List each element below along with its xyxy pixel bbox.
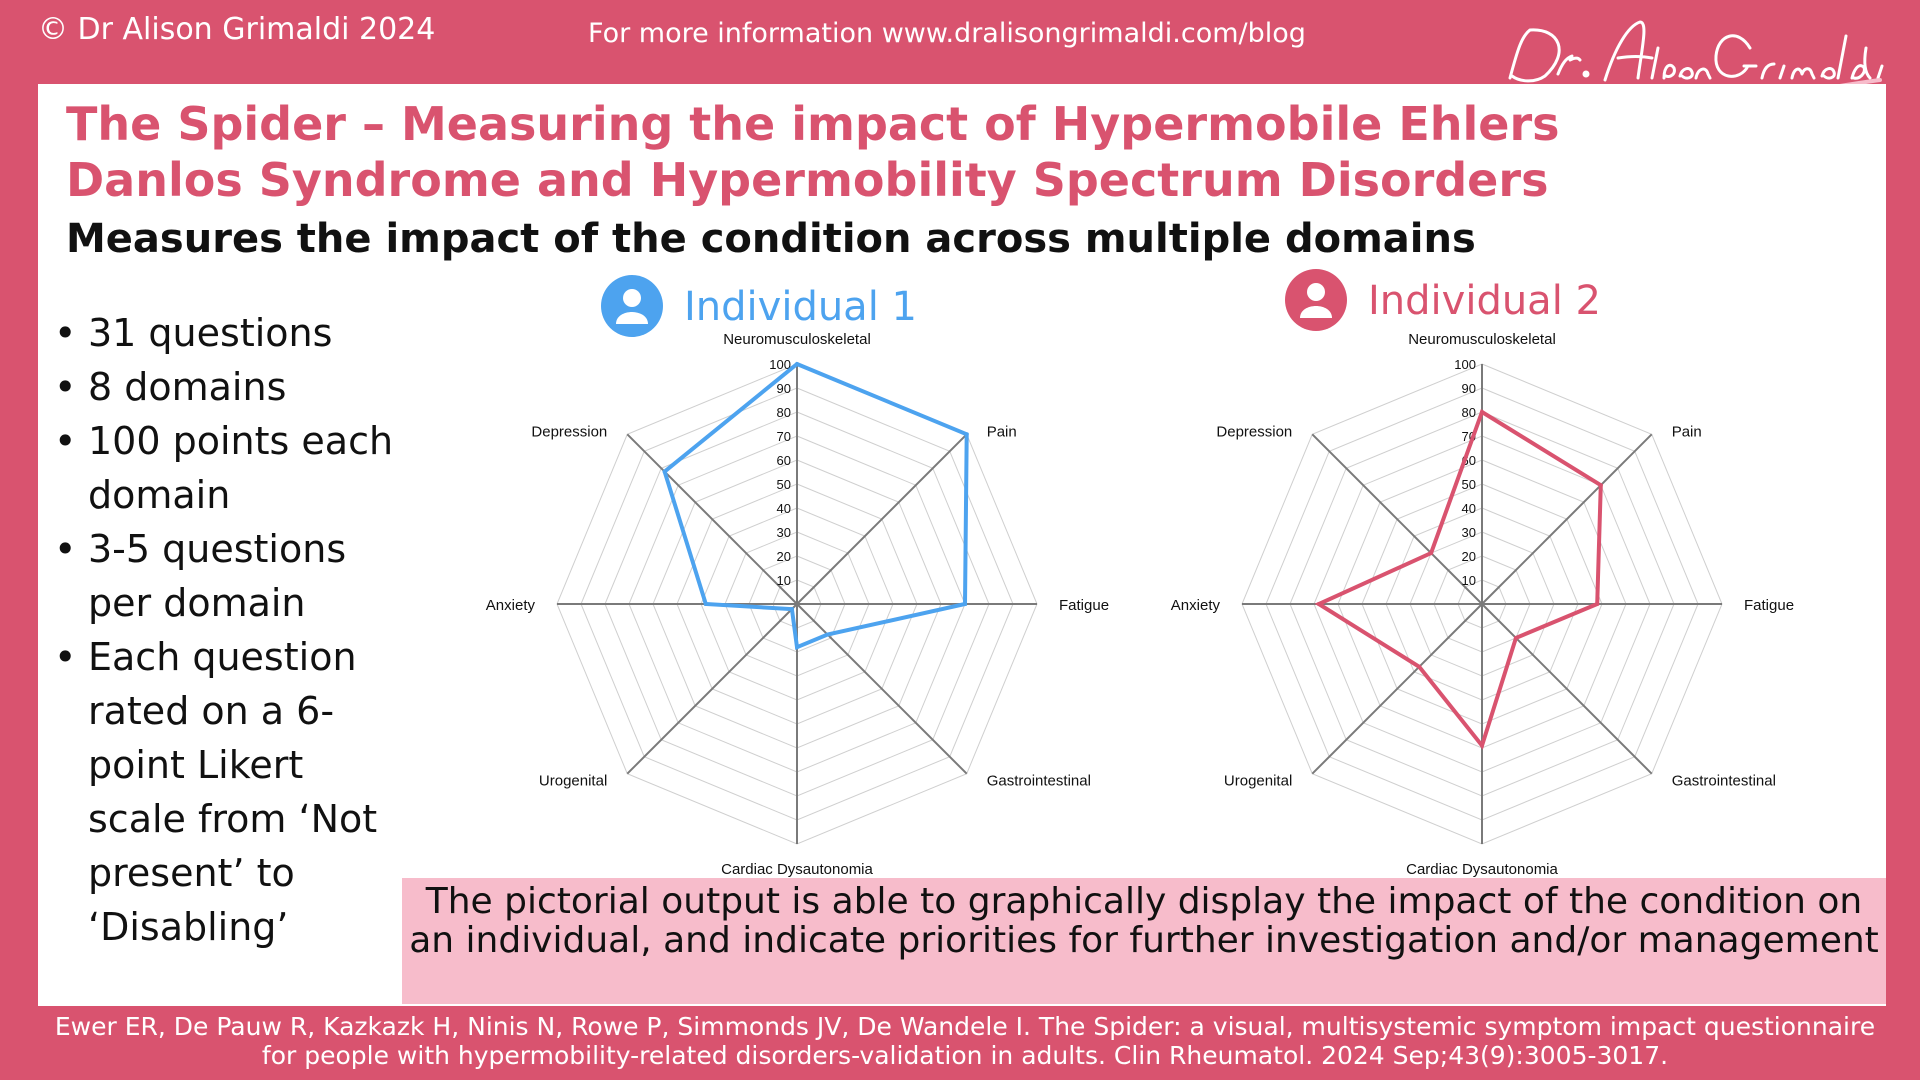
- data-point: [1429, 551, 1434, 556]
- axis-label: Anxiety: [486, 597, 536, 614]
- axis-spoke: [796, 433, 968, 605]
- title-line-1: The Spider – Measuring the impact of Hyp…: [66, 97, 1560, 151]
- tick-label: 100: [1454, 357, 1476, 372]
- page-title: The Spider – Measuring the impact of Hyp…: [66, 96, 1786, 208]
- data-point: [1316, 602, 1321, 606]
- data-point: [1480, 743, 1484, 748]
- data-point: [789, 607, 794, 612]
- tick-label: 70: [777, 429, 791, 444]
- data-point: [1595, 602, 1600, 606]
- axis-spoke: [1311, 433, 1483, 605]
- bullet-item: 100 points each domain: [52, 414, 412, 522]
- axis-label: Urogenital: [539, 773, 607, 790]
- axis-spoke: [796, 603, 968, 775]
- bullet-item: 8 domains: [52, 360, 412, 414]
- tick-label: 100: [769, 357, 791, 372]
- tick-label: 10: [1462, 573, 1476, 588]
- signature-logo: [1508, 20, 1884, 98]
- tick-label: 30: [1462, 525, 1476, 540]
- axis-spoke: [626, 433, 798, 605]
- tick-label: 40: [777, 501, 791, 516]
- data-point: [964, 432, 969, 437]
- data-point: [1480, 410, 1484, 414]
- tick-label: 60: [777, 453, 791, 468]
- bullet-item: 3-5 questions per domain: [52, 522, 412, 630]
- axis-label: Cardiac Dysautonomia: [1406, 861, 1558, 878]
- data-point: [825, 632, 830, 637]
- title-line-2: Danlos Syndrome and Hypermobility Spectr…: [66, 153, 1549, 207]
- user-body-shape: [1300, 306, 1332, 318]
- tick-label: 80: [1462, 405, 1476, 420]
- tick-label: 80: [777, 405, 791, 420]
- axis-spoke: [1481, 603, 1653, 775]
- axis-label: Cardiac Dysautonomia: [721, 861, 873, 878]
- bullet-list: 31 questions 8 domains 100 points each d…: [52, 306, 412, 954]
- tick-label: 20: [1462, 549, 1476, 564]
- data-point: [1417, 664, 1422, 669]
- axis-spoke: [1481, 433, 1653, 605]
- data-point: [963, 602, 967, 606]
- info-link-text: For more information www.dralisongrimald…: [588, 18, 1306, 49]
- data-point: [662, 469, 667, 474]
- axis-label: Depression: [531, 423, 607, 440]
- tick-label: 50: [1462, 477, 1476, 492]
- user-body-shape: [616, 312, 648, 324]
- data-point: [795, 362, 799, 366]
- axis-label: Pain: [1672, 423, 1702, 440]
- tick-label: 90: [777, 381, 791, 396]
- axis-label: Fatigue: [1059, 597, 1109, 614]
- tick-label: 50: [777, 477, 791, 492]
- axis-label: Neuromusculoskeletal: [723, 331, 871, 348]
- axis-spoke: [1311, 603, 1483, 775]
- axis-label: Depression: [1216, 423, 1292, 440]
- axis-label: Gastrointestinal: [987, 773, 1091, 790]
- axis-label: Neuromusculoskeletal: [1408, 331, 1556, 348]
- user-head-shape: [1307, 283, 1325, 301]
- bullet-item: 31 questions: [52, 306, 412, 360]
- copyright-text: © Dr Alison Grimaldi 2024: [38, 12, 436, 47]
- tick-label: 90: [1462, 381, 1476, 396]
- tick-label: 30: [777, 525, 791, 540]
- axis-label: Pain: [987, 423, 1017, 440]
- tick-label: 40: [1462, 501, 1476, 516]
- individual-label: Individual 2: [1368, 278, 1601, 324]
- callout-box: The pictorial output is able to graphica…: [402, 878, 1886, 1004]
- axis-label: Gastrointestinal: [1672, 773, 1776, 790]
- data-point: [1598, 483, 1603, 488]
- axis-label: Urogenital: [1224, 773, 1292, 790]
- tick-label: 20: [777, 549, 791, 564]
- axis-label: Anxiety: [1171, 597, 1221, 614]
- data-point: [703, 602, 708, 606]
- page-subtitle: Measures the impact of the condition acr…: [66, 216, 1476, 262]
- data-point: [795, 645, 799, 650]
- tick-label: 10: [777, 573, 791, 588]
- reference-citation: Ewer ER, De Pauw R, Kazkazk H, Ninis N, …: [54, 1012, 1876, 1070]
- user-head-shape: [623, 289, 641, 307]
- bullet-item: Each question rated on a 6-point Likert …: [52, 630, 412, 954]
- individual-label: Individual 1: [684, 284, 917, 330]
- data-point: [1513, 635, 1518, 640]
- axis-spoke: [626, 603, 798, 775]
- axis-label: Fatigue: [1744, 597, 1794, 614]
